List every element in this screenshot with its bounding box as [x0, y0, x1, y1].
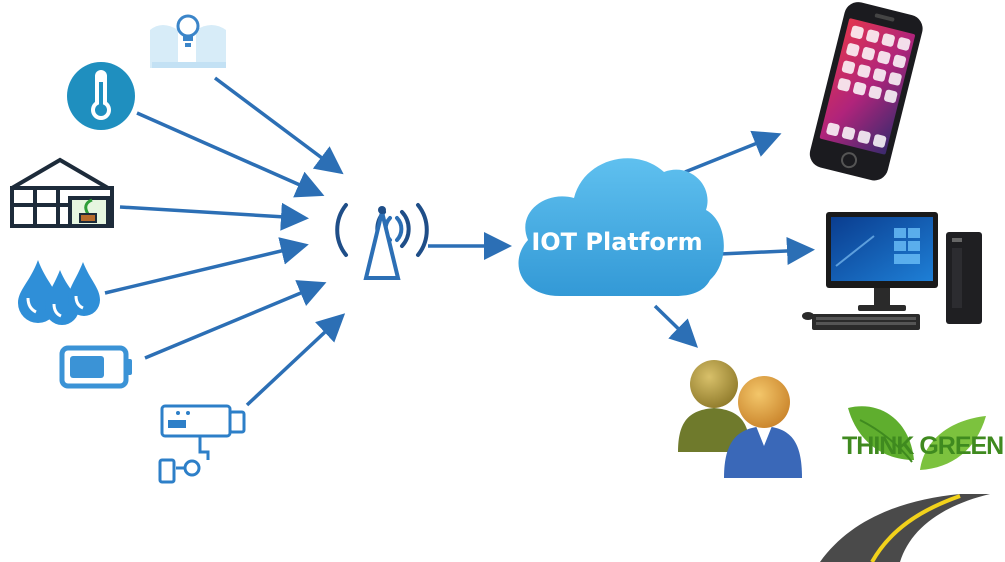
thermometer-icon: [67, 62, 135, 130]
water-drops-icon: [18, 260, 100, 325]
arrow-drops-to-antenna: [104, 237, 309, 295]
security-camera-icon: [158, 404, 246, 484]
iot-platform-label: IOT Platform: [531, 228, 702, 256]
antenna-tower-icon: [335, 203, 429, 280]
think-green-logo: THINK GREEN: [820, 406, 1004, 562]
greenhouse-icon: [10, 157, 114, 228]
arrow-greenhouse-to-antenna: [119, 202, 309, 231]
users-icon: [678, 360, 802, 478]
think-green-text: THINK GREEN: [842, 432, 1003, 460]
battery-icon: [59, 345, 132, 389]
desktop-computer-icon: [802, 212, 982, 330]
arrow-bulb-to-antenna: [213, 76, 344, 175]
iot-platform-cloud: IOT Platform: [518, 158, 724, 296]
arrow-cloud-to-computer: [719, 236, 815, 265]
arrow-cloud-to-phone: [684, 130, 782, 174]
smartphone-icon: [809, 2, 923, 181]
arrow-thermometer-to-antenna: [136, 111, 325, 198]
arrow-battery-to-antenna: [144, 280, 327, 360]
arrows: [104, 76, 815, 407]
light-bulb-sensor-icon: [150, 14, 226, 68]
arrow-camera-to-antenna: [245, 313, 346, 407]
arrow-cloud-to-users: [653, 304, 699, 348]
